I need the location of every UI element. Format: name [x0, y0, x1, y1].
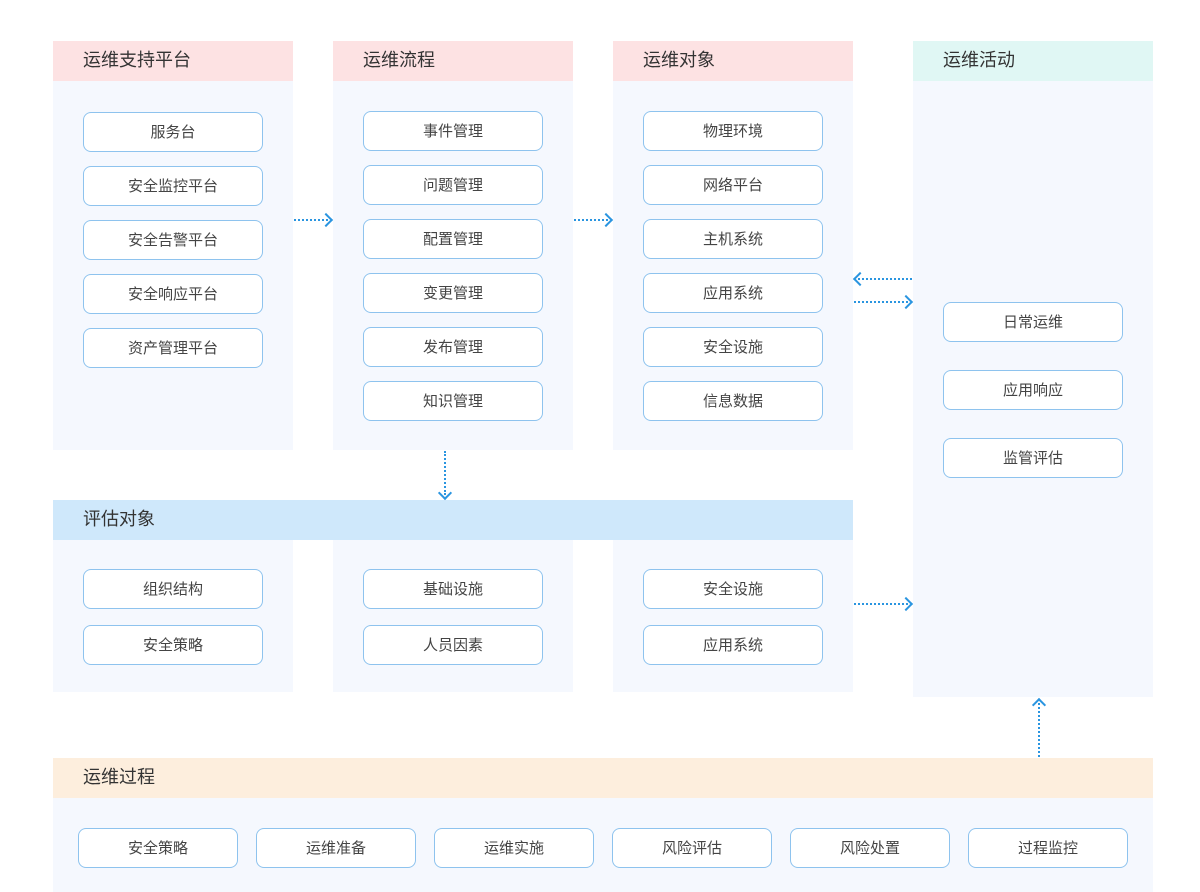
- ops-flow-panel: 运维流程 事件管理 问题管理 配置管理 变更管理 发布管理 知识管理: [333, 41, 573, 450]
- activity-item-app-response[interactable]: 应用响应: [943, 370, 1123, 410]
- flow-item-knowledge[interactable]: 知识管理: [363, 381, 543, 421]
- eval-item-security-facility[interactable]: 安全设施: [643, 569, 823, 609]
- flow-item-release[interactable]: 发布管理: [363, 327, 543, 367]
- process-item-risk-assessment[interactable]: 风险评估: [612, 828, 772, 868]
- arrow-support-to-flow: [294, 213, 332, 227]
- support-platform-panel: 运维支持平台 服务台 安全监控平台 安全告警平台 安全响应平台 资产管理平台: [53, 41, 293, 450]
- activity-item-supervision[interactable]: 监管评估: [943, 438, 1123, 478]
- support-item-security-alert[interactable]: 安全告警平台: [83, 220, 263, 260]
- eval-objects-col1: 组织结构 安全策略: [53, 540, 293, 692]
- eval-item-organization[interactable]: 组织结构: [83, 569, 263, 609]
- ops-objects-title: 运维对象: [613, 41, 853, 81]
- arrow-objects-to-activities: [854, 295, 912, 309]
- flow-item-change[interactable]: 变更管理: [363, 273, 543, 313]
- arrow-activities-to-objects: [854, 272, 912, 286]
- object-item-application[interactable]: 应用系统: [643, 273, 823, 313]
- object-item-physical[interactable]: 物理环境: [643, 111, 823, 151]
- support-item-service-desk[interactable]: 服务台: [83, 112, 263, 152]
- process-item-security-policy[interactable]: 安全策略: [78, 828, 238, 868]
- eval-objects-title: 评估对象: [53, 500, 853, 540]
- ops-objects-panel: 运维对象 物理环境 网络平台 主机系统 应用系统 安全设施 信息数据: [613, 41, 853, 450]
- support-platform-title: 运维支持平台: [53, 41, 293, 81]
- process-item-risk-handling[interactable]: 风险处置: [790, 828, 950, 868]
- eval-item-application[interactable]: 应用系统: [643, 625, 823, 665]
- support-item-security-response[interactable]: 安全响应平台: [83, 274, 263, 314]
- flow-item-problem[interactable]: 问题管理: [363, 165, 543, 205]
- object-item-host[interactable]: 主机系统: [643, 219, 823, 259]
- arrow-process-to-activities: [1032, 699, 1046, 757]
- arrow-flow-to-eval: [438, 451, 452, 499]
- object-item-security-facility[interactable]: 安全设施: [643, 327, 823, 367]
- eval-item-infrastructure[interactable]: 基础设施: [363, 569, 543, 609]
- ops-activities-title: 运维活动: [913, 41, 1153, 81]
- object-item-info-data[interactable]: 信息数据: [643, 381, 823, 421]
- ops-process-panel: 运维过程 安全策略 运维准备 运维实施 风险评估 风险处置 过程监控: [53, 758, 1153, 892]
- process-item-preparation[interactable]: 运维准备: [256, 828, 416, 868]
- ops-activities-panel: 运维活动 日常运维 应用响应 监管评估: [913, 41, 1153, 697]
- eval-item-personnel[interactable]: 人员因素: [363, 625, 543, 665]
- process-item-implementation[interactable]: 运维实施: [434, 828, 594, 868]
- ops-process-title: 运维过程: [53, 758, 1153, 798]
- object-item-network[interactable]: 网络平台: [643, 165, 823, 205]
- ops-flow-title: 运维流程: [333, 41, 573, 81]
- flow-item-incident[interactable]: 事件管理: [363, 111, 543, 151]
- support-item-security-monitoring[interactable]: 安全监控平台: [83, 166, 263, 206]
- eval-item-security-policy[interactable]: 安全策略: [83, 625, 263, 665]
- activity-item-daily-ops[interactable]: 日常运维: [943, 302, 1123, 342]
- arrow-eval-to-activities: [854, 597, 912, 611]
- eval-objects-col2: 基础设施 人员因素: [333, 540, 573, 692]
- flow-item-configuration[interactable]: 配置管理: [363, 219, 543, 259]
- process-item-monitoring[interactable]: 过程监控: [968, 828, 1128, 868]
- eval-objects-col3: 安全设施 应用系统: [613, 540, 853, 692]
- arrow-flow-to-objects: [574, 213, 612, 227]
- support-item-asset-management[interactable]: 资产管理平台: [83, 328, 263, 368]
